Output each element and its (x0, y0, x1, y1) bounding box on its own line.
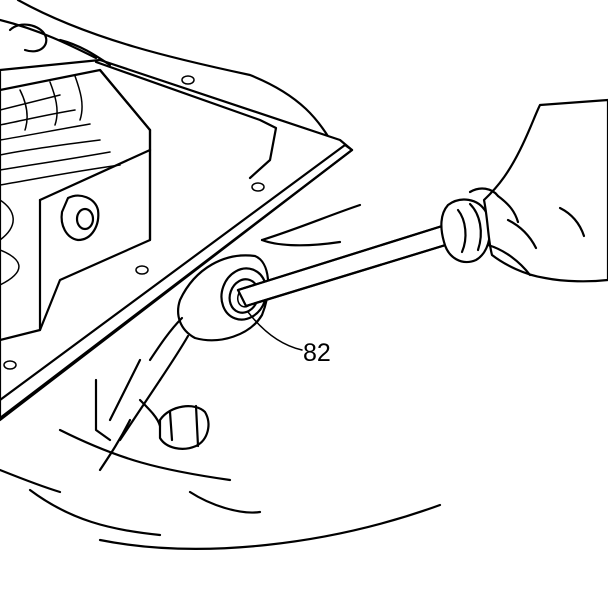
hand-icon (468, 98, 608, 283)
valve-body (0, 23, 152, 342)
callout-82: 82 (247, 311, 331, 367)
transmission-case (0, 0, 442, 550)
flange-bolt-holes (3, 75, 265, 370)
screwdriver-icon (236, 198, 492, 308)
drain-bolt (98, 398, 210, 472)
callout-label: 82 (303, 339, 331, 367)
